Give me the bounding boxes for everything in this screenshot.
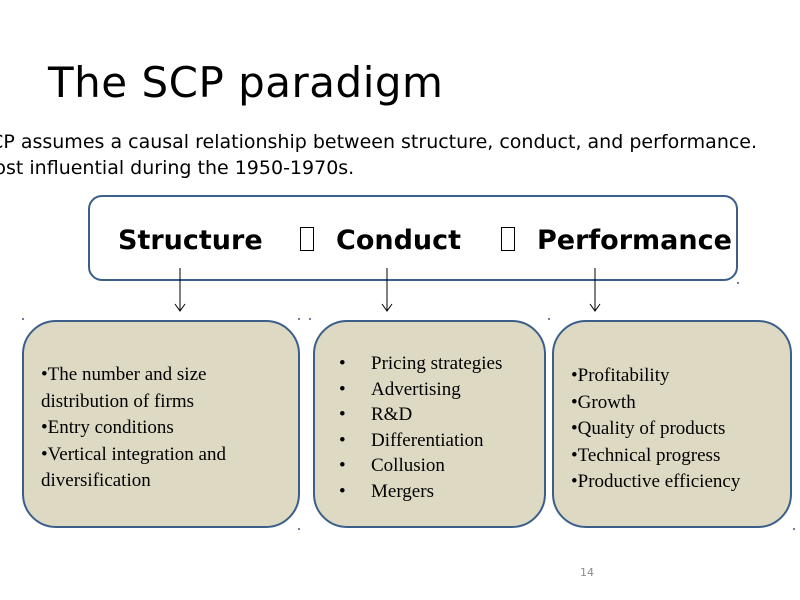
subtitle-line-1: SCP assumes a causal relationship betwee… bbox=[0, 131, 758, 153]
performance-item: •Technical progress bbox=[571, 444, 721, 466]
flow-structure-label: Structure bbox=[118, 225, 263, 256]
flow-conduct-label: Conduct bbox=[336, 225, 462, 256]
selection-handle bbox=[298, 318, 300, 320]
selection-handle bbox=[309, 318, 311, 320]
performance-item: •Productive efficiency bbox=[571, 471, 741, 492]
missing-glyph-icon bbox=[501, 227, 515, 251]
conduct-box: Pricing strategies Advertising R&D Diffe… bbox=[313, 320, 546, 528]
arrowhead-conduct bbox=[381, 303, 393, 312]
selection-handle bbox=[22, 318, 24, 320]
slide-subtitle: SCP assumes a causal relationship betwee… bbox=[0, 129, 757, 181]
conduct-item: R&D bbox=[335, 402, 502, 428]
conduct-item: Differentiation bbox=[335, 428, 502, 454]
performance-item: •Quality of products bbox=[571, 418, 726, 439]
scp-flow-box bbox=[88, 195, 738, 281]
selection-handle bbox=[548, 318, 550, 320]
structure-item: •Vertical integration and diversificatio… bbox=[41, 443, 226, 492]
arrowhead-performance bbox=[589, 303, 601, 312]
conduct-item: Mergers bbox=[335, 479, 502, 505]
arrowhead-structure bbox=[174, 303, 186, 312]
performance-item: •Growth bbox=[571, 391, 636, 413]
page-number: 14 bbox=[580, 566, 594, 579]
missing-glyph-icon bbox=[300, 227, 314, 251]
structure-item: •The number and size distribution of fir… bbox=[41, 364, 207, 412]
performance-item: •Profitability bbox=[571, 365, 670, 386]
conduct-item: Pricing strategies bbox=[335, 351, 502, 377]
structure-box: •The number and size distribution of fir… bbox=[22, 320, 300, 528]
slide-title: The SCP paradigm bbox=[48, 58, 444, 107]
subtitle-line-2: Most influential during the 1950-1970s. bbox=[0, 157, 355, 179]
performance-box: •Profitability •Growth •Quality of produ… bbox=[552, 320, 792, 528]
flow-performance-label: Performance bbox=[537, 225, 732, 256]
structure-item: •Entry conditions bbox=[41, 417, 174, 438]
selection-handle bbox=[793, 528, 795, 530]
conduct-item: Collusion bbox=[335, 453, 502, 479]
selection-handle bbox=[298, 528, 300, 530]
selection-handle bbox=[737, 282, 739, 284]
conduct-item: Advertising bbox=[335, 377, 502, 403]
